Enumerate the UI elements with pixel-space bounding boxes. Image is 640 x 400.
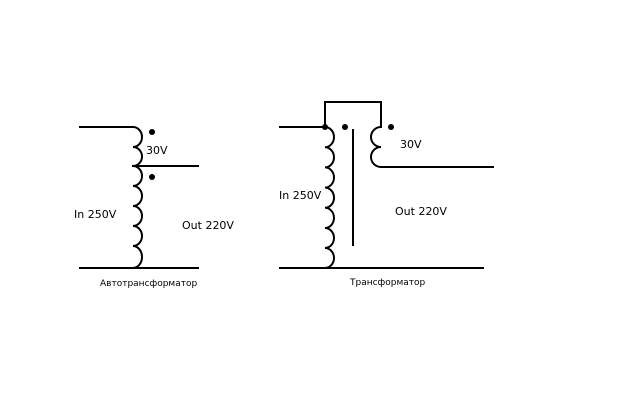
auto-output-label: Out 220V <box>182 219 234 232</box>
tr-secondary-winding <box>370 126 382 168</box>
tr-input-label: In 250V <box>279 189 322 202</box>
tr-secondary-label: 30V <box>400 138 422 151</box>
auto-polarity-dot-tap <box>149 174 155 180</box>
tr-output-label: Out 220V <box>395 205 447 218</box>
tr-bridge-wire <box>324 101 382 128</box>
auto-caption: Автотрансформатор <box>100 279 197 289</box>
tr-primary-winding <box>324 126 335 269</box>
auto-tap-label: 30V <box>146 144 168 157</box>
transformer-schematic: 30V In 250V Out 220V Трансформатор <box>279 101 494 288</box>
autotransformer-schematic: 30V In 250V Out 220V Автотрансформатор <box>74 126 234 289</box>
auto-tap-winding <box>132 126 143 167</box>
auto-main-winding <box>132 165 143 269</box>
tr-polarity-dot-primary <box>342 124 348 130</box>
auto-polarity-dot-top <box>149 129 155 135</box>
auto-input-label: In 250V <box>74 208 117 221</box>
tr-polarity-dot-secondary <box>388 124 394 130</box>
tr-caption: Трансформатор <box>349 278 426 288</box>
